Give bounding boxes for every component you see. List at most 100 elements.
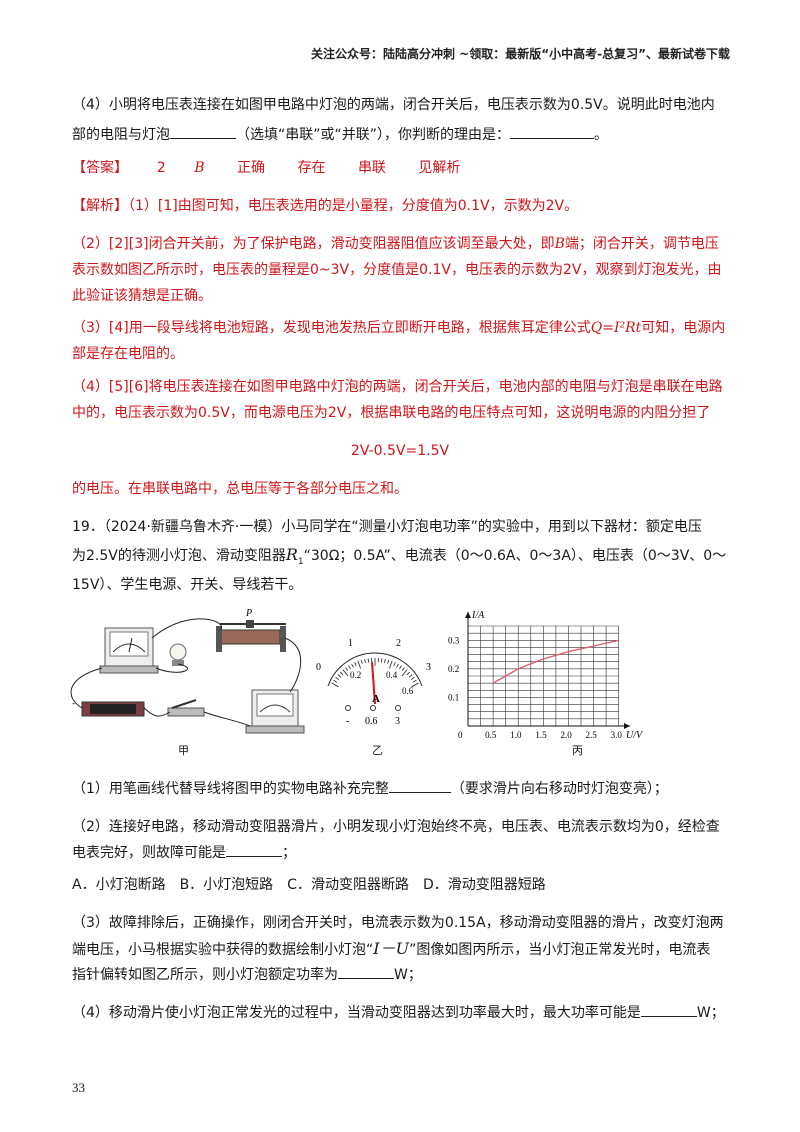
dial-tick xyxy=(357,660,362,669)
page-header: 关注公众号：陆陆高分冲刺 ~领取：最新版“小中高考-总复习”、最新试卷下载 xyxy=(311,47,730,61)
dial-tick xyxy=(408,674,413,678)
dial-tick xyxy=(367,658,369,663)
answer-blank xyxy=(388,776,451,793)
dial-tick xyxy=(387,659,390,664)
answer-item: 2 xyxy=(156,160,166,176)
caption-yi: 乙 xyxy=(372,745,383,757)
x-tick-label: 1.0 xyxy=(510,730,522,740)
answer-line: 【答案】 2 B 正确 存在 串联 见解析 xyxy=(72,153,728,183)
q19-part2-line1: （2）连接好电路，移动滑动变阻器滑片，小明发现小灯泡始终不亮，电压表、电流表示数… xyxy=(72,819,720,835)
q4-text-c: 。 xyxy=(594,127,609,143)
dial-tick xyxy=(345,667,349,672)
x-tick-label: 0.5 xyxy=(485,730,497,740)
origin-label: 0 xyxy=(458,730,463,740)
analysis-p3-line1: （3）[4]用一段导线将电池短路，发现电池发热后立即断开电路，根据焦耳定律公式Q… xyxy=(72,313,728,343)
dial-tick xyxy=(354,662,357,667)
iu-symbol: I－U xyxy=(373,939,410,958)
dial-label: 2 xyxy=(396,638,401,649)
question-4-line2: 部的电阻与灯泡 （选填“串联”或“并联”），你判断的理由是： 。 xyxy=(72,120,728,150)
answer-item: 正确 xyxy=(237,160,266,176)
analysis-p4-line1: （4）[5][6]将电压表连接在如图甲电路中灯泡的两端，闭合开关后，电池内部的电… xyxy=(72,379,723,395)
answer-item: 串联 xyxy=(357,160,386,176)
q19-part3-line2: 端电压，小马根据实验中获得的数据绘制小灯泡“I－U”图像如图丙所示，当小灯泡正常… xyxy=(72,934,728,965)
dial-label: 0.6 xyxy=(402,686,414,696)
answer-item: 见解析 xyxy=(418,160,461,176)
dial-ticks xyxy=(331,658,419,688)
dial-label: 0.2 xyxy=(350,670,361,680)
answer-blank xyxy=(170,122,236,139)
analysis-text: （3）[4]用一段导线将电池短路，发现电池发热后立即断开电路，根据焦耳定律公式 xyxy=(72,320,591,336)
dial-tick xyxy=(360,659,363,664)
dial-tick xyxy=(411,682,419,688)
q19-part3-line3: 指针偏转如图乙所示，则小灯泡额定功率为 W； xyxy=(72,960,728,990)
q4-text-b: （选填“串联”或“并联”），你判断的理由是： xyxy=(236,127,511,143)
dial-tick xyxy=(331,682,339,688)
answer-label: 【答案】 xyxy=(72,160,128,176)
dial-tick xyxy=(411,676,415,680)
battery-icon: - xyxy=(72,698,145,717)
formula: Q=I²Rt xyxy=(590,320,642,336)
dial-tick xyxy=(396,663,399,668)
analysis-p4-line2: 中的，电压表示数为0.5V，而电源电压为2V，根据串联电路的电压特点可知，这说明… xyxy=(72,405,711,421)
analysis-p4-line3: 的电压。在串联电路中，总电压等于各部分电压之和。 xyxy=(72,481,408,497)
q19-part4: （4）移动滑片使小灯泡正常发光的过程中，当滑动变阻器达到功率最大时，最大功率可能… xyxy=(72,998,728,1028)
q19-text: （1）用笔画线代替导线将图甲的实物电路补充完整 xyxy=(72,781,389,797)
ammeter-icon xyxy=(245,689,305,734)
x-tick-label: 2.5 xyxy=(586,730,598,740)
x-tick-label: 3.0 xyxy=(611,730,623,740)
slider-p-label: P xyxy=(245,608,252,619)
q19-text: ”图像如图丙所示，当小灯泡正常发光时，电流表 xyxy=(409,942,711,958)
analysis-label: 【解析】 xyxy=(72,198,128,214)
dial-tick xyxy=(339,671,344,676)
y-tick-label: 0.1 xyxy=(448,692,459,702)
ammeter-dial-yi: 0 1 2 3 0.2 0.4 0.6 A - 0.6 3 xyxy=(316,638,431,727)
circuit-diagram-jia: P - xyxy=(70,608,305,734)
question-19-line1: 19．（2024·新疆乌鲁木齐·一模）小马同学在“测量小灯泡电功率”的实验中，用… xyxy=(72,519,702,535)
question-19-line2: 为2.5V的待测小灯泡、滑动变阻器R1“30Ω；0.5A”、电流表（0～0.6A… xyxy=(72,540,728,577)
rheostat-icon: P xyxy=(216,608,286,652)
analysis-equation: 2V-0.5V=1.5V xyxy=(350,443,450,459)
x-tick-label: 2.0 xyxy=(560,730,572,740)
analysis-text: 端；闭合开关，调节电压 xyxy=(564,236,719,252)
analysis-text: （1）[1]由图可知，电压表选用的是小量程，分度值为0.1V，示数为2V。 xyxy=(128,198,579,214)
q19-text: 电表完好，则故障可能是 xyxy=(72,845,226,861)
dial-label: 3 xyxy=(426,662,431,673)
q19-part3-line1: （3）故障排除后，正确操作，刚闭合开关时，电流表示数为0.15A，移动滑动变阻器… xyxy=(72,915,724,931)
dial-needle xyxy=(371,661,376,705)
analysis-p1: 【解析】（1）[1]由图可知，电压表选用的是小量程，分度值为0.1V，示数为2V… xyxy=(72,191,728,221)
dial-tick xyxy=(335,676,339,680)
dial-tick xyxy=(333,679,338,683)
q19-text: W； xyxy=(394,967,422,983)
q19-text: （要求滑片向右移动时灯泡变亮）； xyxy=(450,781,668,797)
resistor-subscript: 1 xyxy=(297,556,304,567)
q19-text: 指针偏转如图乙所示，则小灯泡额定功率为 xyxy=(72,967,338,983)
dial-tick xyxy=(351,663,354,668)
dial-tick xyxy=(401,667,405,672)
terminal-icon xyxy=(395,705,401,711)
terminal-icon xyxy=(345,705,351,711)
iu-curve xyxy=(492,639,619,684)
dial-tick xyxy=(381,658,383,663)
resistor-symbol: R xyxy=(285,545,298,564)
y-tick-label: 0.3 xyxy=(448,635,460,645)
q4-text-a: 部的电阻与灯泡 xyxy=(72,127,170,143)
voltmeter-icon xyxy=(99,627,159,674)
analysis-text: （2）[2][3]闭合开关前，为了保护电路，滑动变阻器阻值应该调至最大处，即 xyxy=(72,236,555,252)
y-axis-arrow xyxy=(465,612,471,618)
q19-part1: （1）用笔画线代替导线将图甲的实物电路补充完整 （要求滑片向右移动时灯泡变亮）； xyxy=(72,774,728,804)
analysis-p2-line3: 此验证该猜想是正确。 xyxy=(72,288,212,304)
q19-text: W； xyxy=(696,1005,725,1021)
q19-text: 端电压，小马根据实验中获得的数据绘制小灯泡“ xyxy=(72,942,374,958)
svg-text:-: - xyxy=(72,698,75,708)
terminal-label: 3 xyxy=(395,716,400,727)
question-19-line3: 15V）、学生电源、开关、导线若干。 xyxy=(72,577,303,593)
x-axis-arrow xyxy=(624,723,630,729)
page-number: 33 xyxy=(72,1080,85,1095)
dial-unit: A xyxy=(372,693,380,705)
dial-tick xyxy=(364,659,366,664)
bulb-icon xyxy=(169,643,187,666)
question-4-line1: （4）小明将电压表连接在如图甲电路中灯泡的两端，闭合开关后，电压表示数为0.5V… xyxy=(72,97,715,113)
answer-item: B xyxy=(194,160,205,176)
analysis-p2-line2: 表示数如图乙所示时，电压表的量程是0~3V，分度值是0.1V，电压表的示数为2V… xyxy=(72,262,722,278)
dial-tick xyxy=(401,669,408,677)
